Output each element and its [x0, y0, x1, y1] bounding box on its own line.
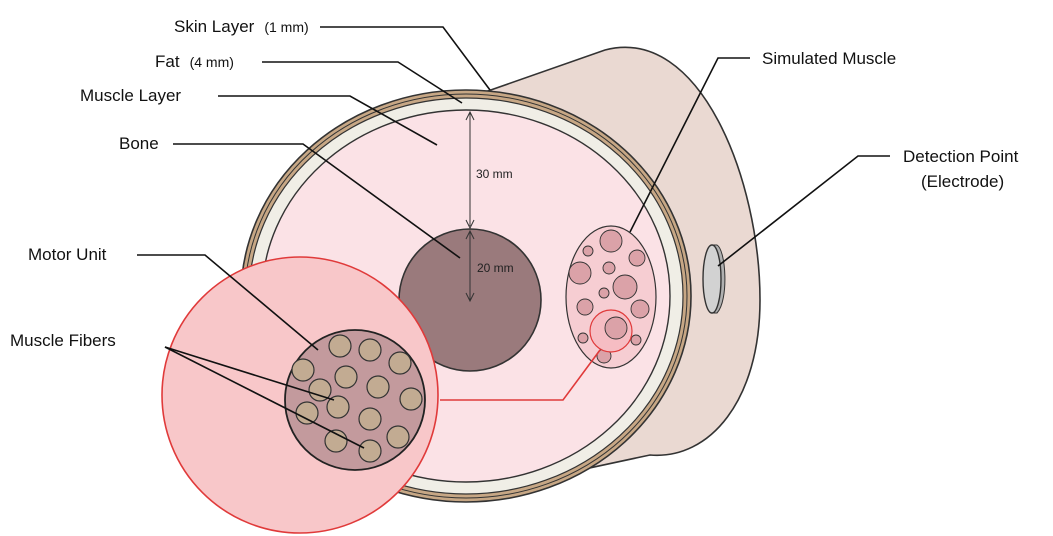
muscle-depth-label: 30 mm: [476, 167, 513, 181]
fiber: [359, 339, 381, 361]
sim-fiber: [569, 262, 591, 284]
muscle-fibers-label: Muscle Fibers: [10, 331, 116, 350]
motor-unit-label: Motor Unit: [28, 245, 107, 264]
sim-fiber: [577, 299, 593, 315]
sim-fiber: [599, 288, 609, 298]
fiber: [292, 359, 314, 381]
fiber: [329, 335, 351, 357]
fat-label: Fat (4 mm): [155, 52, 234, 71]
sim-fiber: [600, 230, 622, 252]
fiber: [367, 376, 389, 398]
muscle-layer-label: Muscle Layer: [80, 86, 181, 105]
fiber: [389, 352, 411, 374]
sim-fiber: [583, 246, 593, 256]
sim-fiber: [631, 300, 649, 318]
skin-leader: [320, 27, 490, 90]
bone-label: Bone: [119, 134, 159, 153]
electrode: [703, 245, 725, 313]
fiber: [359, 408, 381, 430]
sim-fiber: [629, 250, 645, 266]
sim-fiber: [613, 275, 637, 299]
sim-fiber: [603, 262, 615, 274]
fiber: [387, 426, 409, 448]
simulated-muscle-label: Simulated Muscle: [762, 49, 896, 68]
skin-layer-label: Skin Layer (1 mm): [174, 17, 309, 36]
sim-fiber: [631, 335, 641, 345]
electrode-label: (Electrode): [921, 172, 1004, 191]
fiber: [400, 388, 422, 410]
fiber: [296, 402, 318, 424]
bone-radius-label: 20 mm: [477, 261, 514, 275]
sim-fiber: [578, 333, 588, 343]
fiber: [359, 440, 381, 462]
detection-point-label: Detection Point: [903, 147, 1019, 166]
fiber: [335, 366, 357, 388]
sim-fiber: [605, 317, 627, 339]
